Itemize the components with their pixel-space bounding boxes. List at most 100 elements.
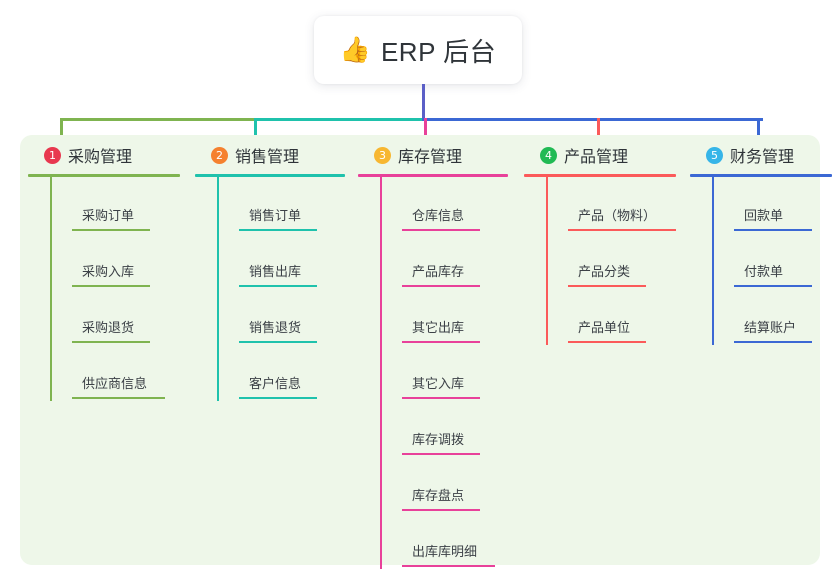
bus-segment-2: [254, 118, 427, 121]
branch-item-underline: [402, 397, 480, 399]
branch-item-label: 仓库信息: [412, 208, 465, 223]
branch-item[interactable]: 回款单: [712, 177, 832, 233]
branch-title: 采购管理: [68, 149, 133, 166]
branch-item-label: 其它入库: [412, 376, 465, 391]
bus-segment-1: [60, 118, 257, 121]
branch-item-label: 客户信息: [249, 376, 302, 391]
branch-item[interactable]: 销售出库: [217, 233, 345, 289]
branch-spine: [712, 177, 714, 345]
branch-item-label: 销售订单: [249, 208, 302, 223]
branch-item-list: 产品（物料） 产品分类产品单位: [524, 177, 676, 345]
branch-item-underline: [72, 285, 150, 287]
root-node-title: ERP 后台: [380, 36, 497, 67]
branch-spine: [217, 177, 219, 401]
branch-item-label: 销售出库: [249, 264, 302, 279]
branch-item[interactable]: 付款单: [712, 233, 832, 289]
branch-item-underline: [239, 341, 317, 343]
bus-segment-4: [422, 118, 763, 121]
branch-item-underline: [568, 285, 646, 287]
branch-item-underline: [239, 285, 317, 287]
root-trunk-line: [422, 84, 425, 121]
branch-item-list: 销售订单销售出库销售退货客户信息: [195, 177, 345, 401]
branch-item[interactable]: 库存调拨: [380, 401, 508, 457]
branch-item[interactable]: 产品库存: [380, 233, 508, 289]
branch-item-underline: [239, 229, 317, 231]
branch-header-rule: [524, 174, 676, 177]
branch-item-underline: [734, 229, 812, 231]
branch-item[interactable]: 产品（物料）: [546, 177, 676, 233]
branch-item-label: 其它出库: [412, 320, 465, 335]
branch-item-label: 结算账户: [744, 320, 797, 335]
branch-item-label: 产品（物料）: [578, 208, 657, 223]
branch-header-rule: [358, 174, 508, 177]
branch-item[interactable]: 客户信息: [217, 345, 345, 401]
branch-item-underline: [239, 397, 317, 399]
branch-item[interactable]: 销售退货: [217, 289, 345, 345]
branch-item-underline: [568, 341, 646, 343]
branch-title: 产品管理: [564, 149, 629, 166]
branch-item-underline: [402, 565, 495, 567]
branch-item-underline: [72, 229, 150, 231]
branch-number-badge: 5: [706, 146, 723, 164]
branch-item[interactable]: 采购退货: [50, 289, 180, 345]
branch-item-label: 供应商信息: [82, 376, 148, 391]
branch-item[interactable]: 产品分类: [546, 233, 676, 289]
branch-item-label: 出库库明细: [412, 544, 478, 559]
branch-spine: [380, 177, 382, 569]
branch-item-underline: [402, 229, 480, 231]
branch-spine: [50, 177, 52, 401]
branch-item[interactable]: 采购订单: [50, 177, 180, 233]
branch-item-label: 回款单: [744, 208, 784, 223]
branch-item[interactable]: 产品单位: [546, 289, 676, 345]
branch-header-rule: [28, 174, 180, 177]
branch-item-list: 采购订单采购入库采购退货供应商信息: [28, 177, 180, 401]
branch-item-underline: [402, 453, 480, 455]
branch-item[interactable]: 销售订单: [217, 177, 345, 233]
branch-title: 库存管理: [398, 149, 463, 166]
branch-item-underline: [72, 397, 165, 399]
branch-item-label: 产品分类: [578, 264, 631, 279]
branch-item-underline: [402, 341, 480, 343]
branch-header-rule: [195, 174, 345, 177]
branch-item[interactable]: 其它出库: [380, 289, 508, 345]
branch-item[interactable]: 采购入库: [50, 233, 180, 289]
branch-item[interactable]: 仓库信息: [380, 177, 508, 233]
branch-item[interactable]: 库存盘点: [380, 457, 508, 513]
branch-item[interactable]: 出库库明细: [380, 513, 508, 569]
branch-column-4: 4 产品管理产品（物料） 产品分类产品单位: [524, 142, 676, 345]
branch-item-underline: [402, 509, 480, 511]
branch-drop-line-1: [60, 118, 63, 148]
branch-item[interactable]: 供应商信息: [50, 345, 180, 401]
branch-item-label: 库存调拨: [412, 432, 465, 447]
branch-drop-line-4: [597, 118, 600, 148]
branch-item-underline: [734, 285, 812, 287]
root-node-card[interactable]: 👍 ERP 后台: [314, 16, 522, 84]
branch-item-label: 采购入库: [82, 264, 135, 279]
branch-item-label: 销售退货: [249, 320, 302, 335]
branch-item[interactable]: 其它入库: [380, 345, 508, 401]
thumbs-up-icon: 👍: [339, 35, 371, 64]
branch-item-underline: [568, 229, 676, 231]
branch-item-underline: [72, 341, 150, 343]
branch-item-label: 采购订单: [82, 208, 135, 223]
branch-number-badge: 2: [211, 146, 228, 164]
branch-item[interactable]: 结算账户: [712, 289, 832, 345]
branch-spine: [546, 177, 548, 345]
branch-item-label: 库存盘点: [412, 488, 465, 503]
branch-item-underline: [402, 285, 480, 287]
branch-item-label: 采购退货: [82, 320, 135, 335]
branch-item-list: 回款单付款单结算账户: [690, 177, 832, 345]
branch-header-4[interactable]: 4 产品管理: [524, 142, 676, 168]
branch-header-rule: [690, 174, 832, 177]
branch-drop-line-5: [757, 118, 760, 148]
branch-number-badge: 4: [540, 146, 557, 164]
